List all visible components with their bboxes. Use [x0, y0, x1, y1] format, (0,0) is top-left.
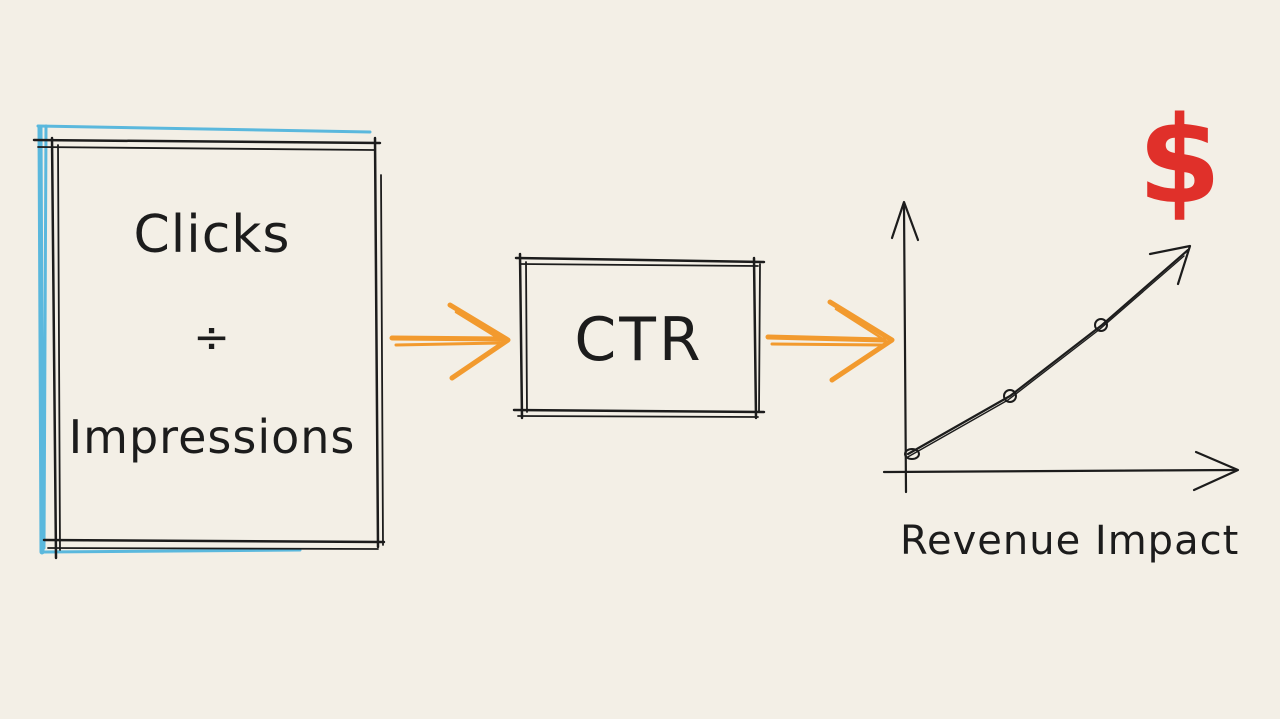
impact-data-points	[904, 318, 1108, 460]
arrow-ctr-to-impact	[765, 299, 895, 383]
impact-point-3	[1094, 318, 1108, 332]
impact-chart-axes	[882, 200, 1240, 494]
formula-box-highlight	[36, 124, 372, 555]
revenue-impact-caption: Revenue Impact	[900, 518, 1240, 564]
division-operator: ÷	[193, 312, 231, 363]
ctr-box	[512, 252, 766, 420]
impact-point-2	[1003, 389, 1017, 403]
formula-denominator: Impressions	[68, 410, 356, 464]
ctr-label: CTR	[574, 305, 704, 375]
impact-trend-line	[905, 244, 1192, 459]
arrow-formula-to-ctr	[389, 302, 511, 381]
dollar-icon: $	[1137, 92, 1223, 231]
formula-box	[32, 136, 386, 560]
impact-point-1	[904, 448, 920, 460]
formula-numerator: Clicks	[133, 205, 291, 265]
